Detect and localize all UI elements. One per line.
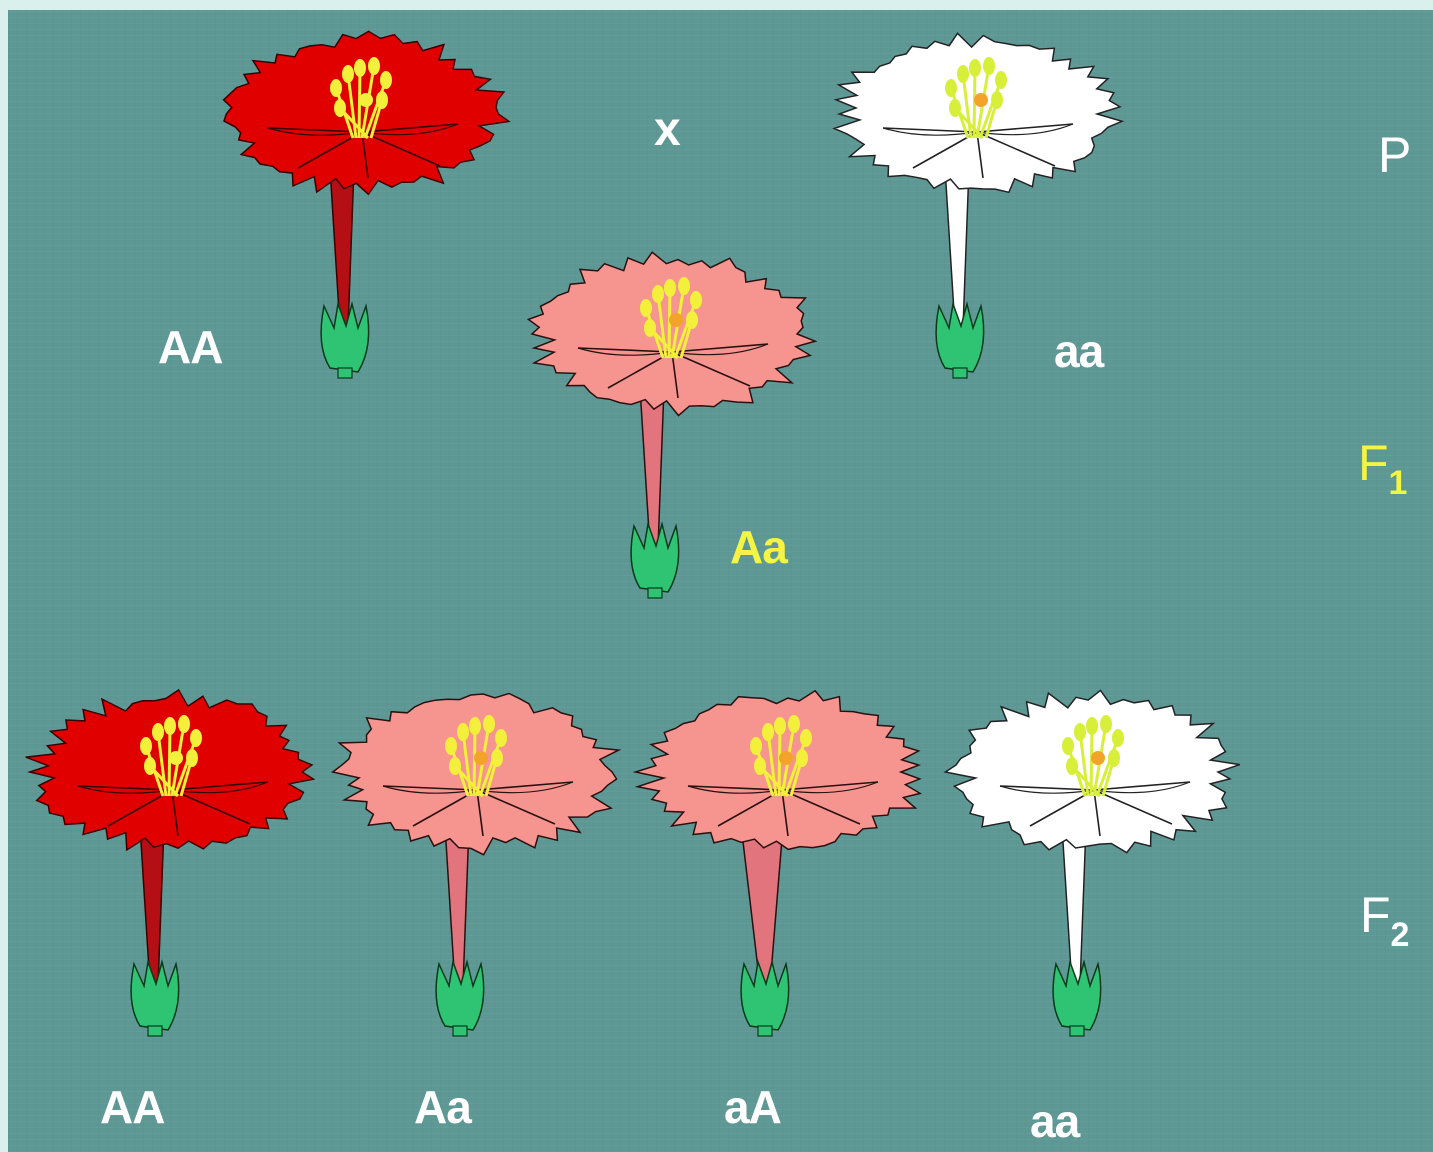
generation-sub-f2: 2 [1390,916,1410,954]
diagram-canvas: x AA aa Aa AA Aa aA aa P F1 F2 [8,10,1433,1152]
generation-letter-p: P [1378,127,1412,183]
flower-f1-pink [526,248,818,608]
generation-sub-f1: 1 [1388,464,1408,502]
cross-symbol: x [654,103,681,156]
genotype-label-parent-white: aa [1054,325,1104,377]
flower-f2-pink-2 [632,686,928,1046]
genotype-label-f1: Aa [730,521,788,573]
genotype-label-f2-1: AA [100,1081,165,1133]
flower-f2-red [25,686,318,1046]
generation-letter-f2: F [1360,887,1391,943]
generation-label-p: P [1378,130,1411,192]
generation-label-f2: F2 [1360,890,1409,952]
genotype-label-f2-4: aa [1030,1095,1080,1147]
flower-parent-red [222,28,511,388]
genotype-label-parent-red: AA [158,321,223,373]
genotype-label-f2-2: Aa [414,1081,472,1133]
generation-label-f1: F1 [1358,438,1407,500]
flower-f2-white [943,686,1241,1046]
genotype-label-f2-3: aA [724,1081,782,1133]
flower-f2-pink-1 [330,686,623,1046]
generation-letter-f1: F [1358,435,1389,491]
flower-parent-white [832,28,1125,388]
